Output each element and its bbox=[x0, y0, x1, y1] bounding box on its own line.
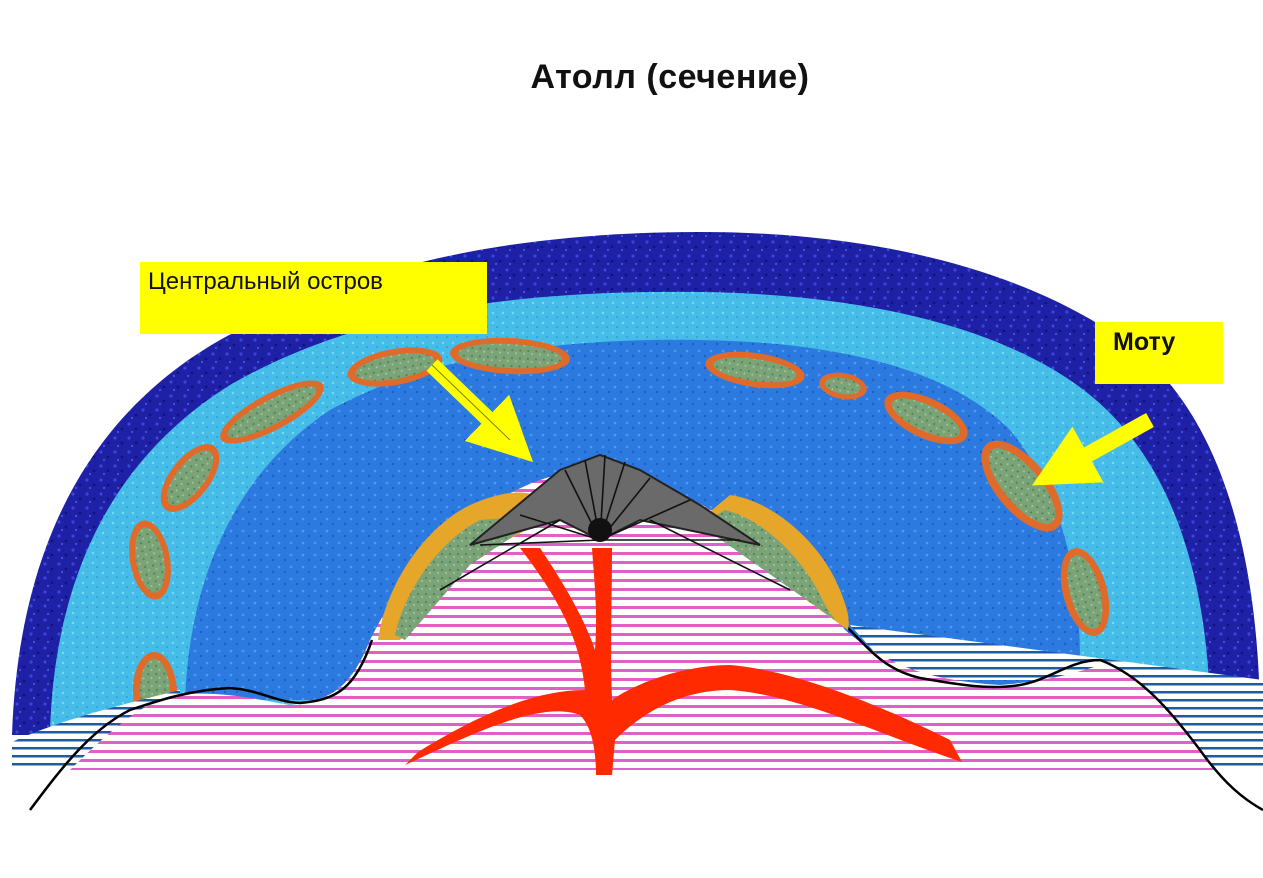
central-island-label: Центральный остров bbox=[140, 262, 487, 334]
motu-label: Моту bbox=[1095, 322, 1223, 384]
diagram-title: Атолл (сечение) bbox=[0, 58, 1263, 97]
volcano-vent bbox=[588, 518, 612, 542]
